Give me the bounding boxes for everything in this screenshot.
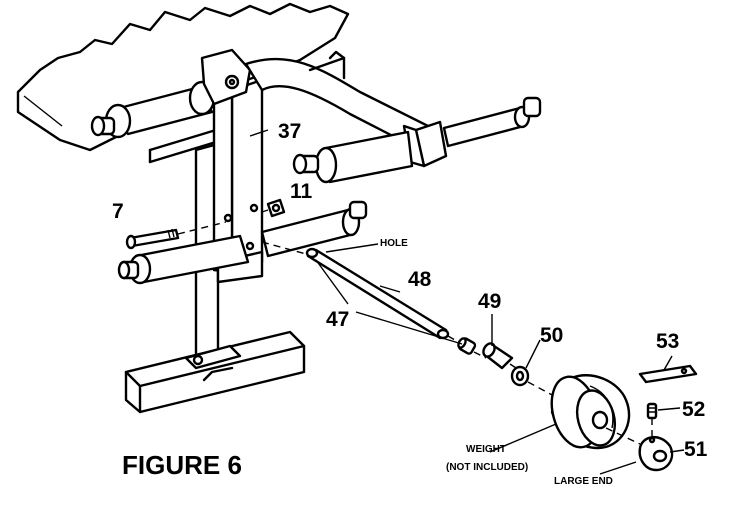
- upright-frame: [194, 48, 448, 370]
- large-end-note: LARGE END: [554, 476, 613, 487]
- weight-note: WEIGHT: [466, 444, 506, 455]
- hole-note: HOLE: [380, 238, 408, 249]
- set-screw-part-52: [646, 402, 658, 436]
- upper-right-roller: [292, 96, 542, 184]
- figure-title: FIGURE 6: [122, 450, 242, 480]
- lower-front-roller: [117, 200, 368, 285]
- weight-post-part-48: [261, 241, 463, 345]
- callout-47: 47: [326, 308, 349, 331]
- base-foot: [124, 330, 306, 414]
- callout-11: 11: [290, 180, 313, 203]
- callout-52: 52: [682, 398, 705, 421]
- collar-part-51: [638, 436, 674, 472]
- callout-51: 51: [684, 438, 708, 461]
- rear-rail: [308, 50, 346, 80]
- washer-part-50: [510, 365, 555, 397]
- callout-50: 50: [540, 324, 563, 347]
- callout-48: 48: [408, 268, 432, 291]
- leader-lines: [249, 129, 685, 475]
- bolt-part-7: [125, 221, 227, 250]
- callout-37: 37: [278, 120, 301, 143]
- nut-part-11: [261, 198, 286, 218]
- upper-left-roller: [90, 80, 216, 139]
- callout-7: 7: [112, 200, 124, 223]
- key-part-53: [638, 364, 698, 384]
- weight-plate: [550, 374, 641, 450]
- callout-53: 53: [656, 330, 679, 353]
- frame-rails: [148, 128, 218, 164]
- callout-49: 49: [478, 290, 501, 313]
- not-included-note: (NOT INCLUDED): [446, 462, 528, 473]
- end-cap-part-47: [457, 337, 487, 359]
- sleeve-part-49: [482, 342, 517, 370]
